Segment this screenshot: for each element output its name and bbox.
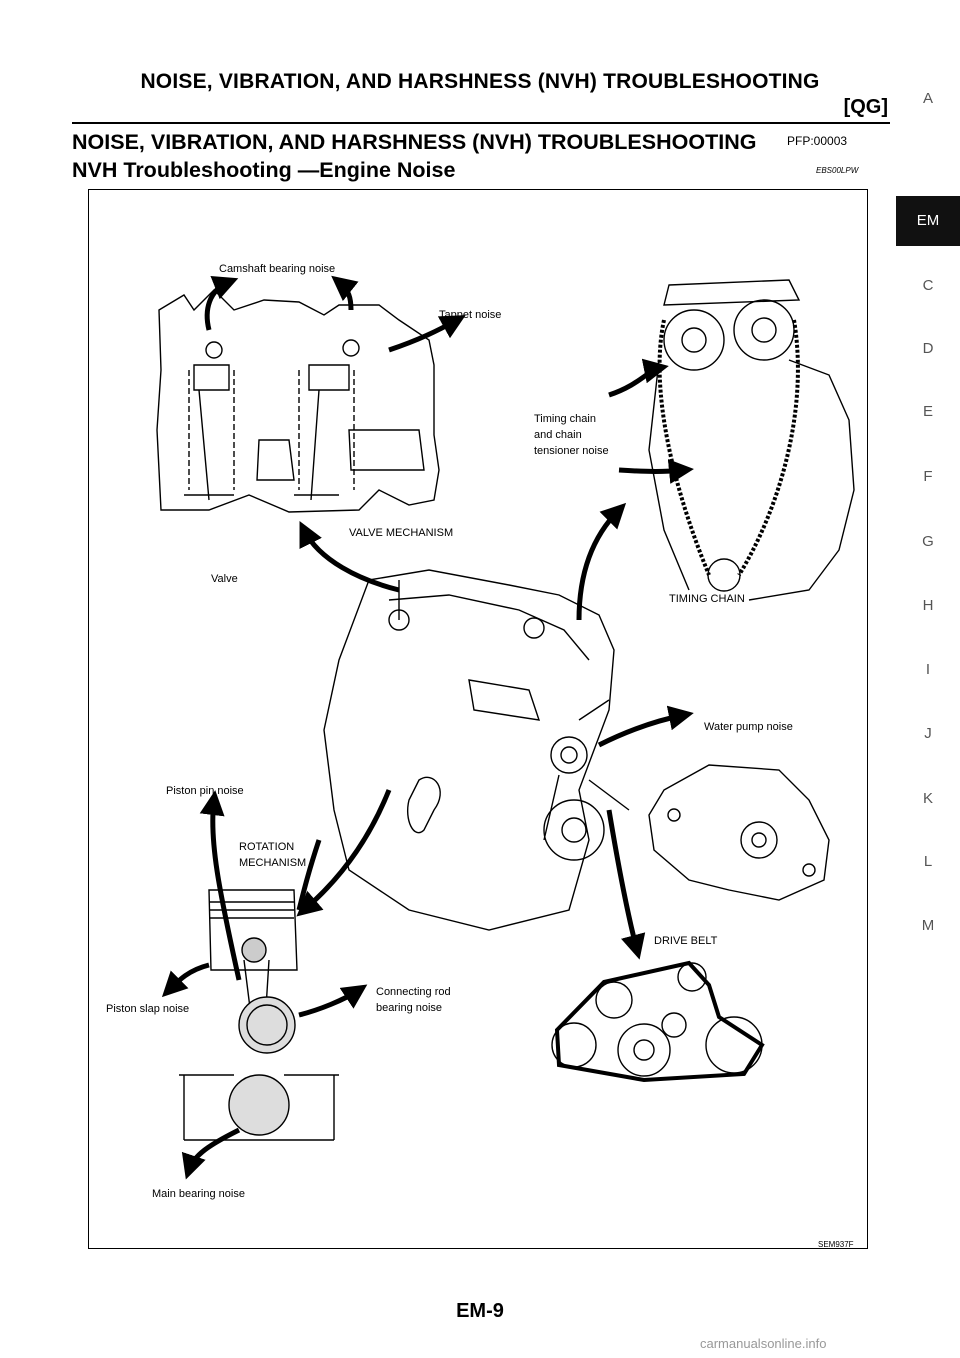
header-rule	[72, 122, 890, 124]
label-valve-mechanism: VALVE MECHANISM	[349, 527, 453, 539]
tab-g[interactable]: G	[922, 533, 934, 550]
engine-noise-diagram: Camshaft bearing noise Tappet noise Timi…	[106, 263, 855, 1200]
tab-m[interactable]: M	[921, 917, 935, 934]
pfp-code: PFP:00003	[787, 134, 848, 148]
piston-rod-drawing	[179, 889, 339, 1141]
tab-k[interactable]: K	[922, 790, 933, 807]
tab-d[interactable]: D	[922, 340, 934, 357]
tab-j[interactable]: J	[924, 725, 932, 742]
subsection-title: NVH Troubleshooting —Engine Noise	[72, 158, 456, 182]
callout-arrows	[161, 275, 694, 1180]
label-camshaft-noise: Camshaft bearing noise	[219, 263, 335, 275]
section-title: NOISE, VIBRATION, AND HARSHNESS (NVH) TR…	[72, 130, 757, 154]
label-drive-belt: DRIVE BELT	[654, 935, 718, 947]
tab-l[interactable]: L	[923, 853, 933, 870]
engine-noise-figure: Camshaft bearing noise Tappet noise Timi…	[88, 189, 868, 1249]
tab-a[interactable]: A	[922, 90, 933, 107]
label-timing-chain-3: tensioner noise	[534, 445, 609, 457]
watermark: carmanualsonline.info	[700, 1336, 827, 1351]
section-tabs: A EM C D E F G H I J K L M	[896, 0, 960, 1358]
label-timing-chain-2: and chain	[534, 429, 582, 441]
label-piston-slap-noise: Piston slap noise	[106, 1003, 189, 1015]
tab-i[interactable]: I	[925, 661, 931, 678]
ebs-code: EBS00LPW	[816, 166, 859, 175]
timing-chain-drawing	[648, 279, 855, 601]
tab-c[interactable]: C	[922, 277, 934, 294]
figure-id: SEM937F	[818, 1240, 854, 1249]
label-main-bearing-noise: Main bearing noise	[152, 1188, 245, 1200]
tab-e[interactable]: E	[922, 403, 933, 420]
label-timing-chain-1: Timing chain	[534, 413, 596, 425]
water-pump-drawing	[648, 764, 830, 901]
page-number: EM-9	[456, 1300, 504, 1322]
label-conrod-1: Connecting rod	[376, 986, 451, 998]
label-valve: Valve	[211, 573, 238, 585]
section-code: [QG]	[843, 96, 888, 118]
label-timing-chain: TIMING CHAIN	[669, 593, 745, 605]
label-conrod-2: bearing noise	[376, 1002, 442, 1014]
tab-f[interactable]: F	[923, 468, 933, 485]
cylinder-head-drawing	[156, 289, 440, 513]
engine-block-drawing	[323, 569, 630, 931]
drive-belt-drawing	[551, 960, 765, 1083]
tab-em[interactable]: EM	[896, 196, 960, 246]
tab-h[interactable]: H	[922, 597, 934, 614]
label-water-pump-noise: Water pump noise	[704, 721, 793, 733]
label-tappet-noise: Tappet noise	[439, 309, 501, 321]
label-rotation-2: MECHANISM	[239, 857, 306, 869]
label-piston-pin-noise: Piston pin noise	[166, 785, 244, 797]
running-header: NOISE, VIBRATION, AND HARSHNESS (NVH) TR…	[140, 70, 820, 93]
label-rotation-1: ROTATION	[239, 841, 294, 853]
